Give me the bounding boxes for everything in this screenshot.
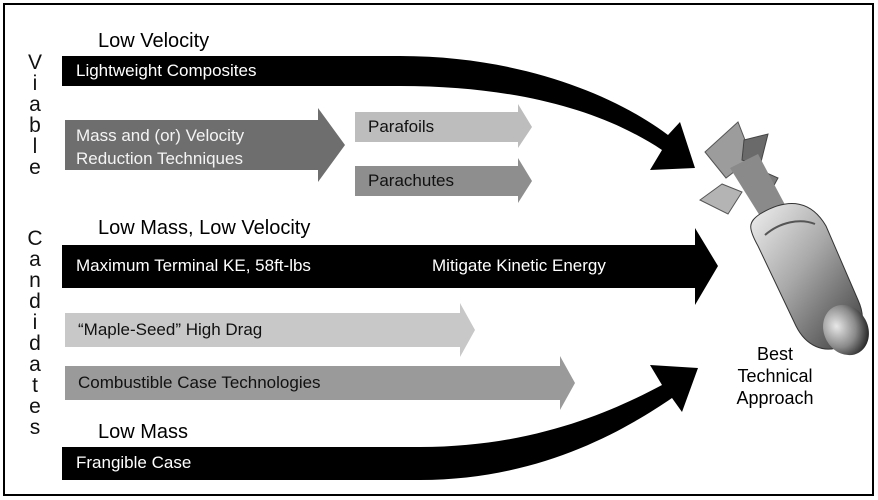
combustible-case-label: Combustible Case Technologies	[78, 373, 321, 392]
vertical-letter: V	[27, 51, 42, 74]
bomb-icon	[699, 121, 869, 356]
vertical-letter: i	[32, 311, 38, 334]
kinetic-energy-arrow	[62, 228, 718, 305]
frangible-case-label: Frangible Case	[76, 453, 192, 472]
approach-line: Approach	[736, 388, 814, 408]
technical-line: Technical	[737, 366, 813, 386]
vertical-letter: t	[32, 374, 38, 397]
mitigate-kinetic-energy-label: Mitigate Kinetic Energy	[432, 256, 606, 275]
vertical-letter: i	[32, 72, 38, 95]
best-technical-approach-label: Best Technical Approach	[705, 343, 845, 409]
vertical-letter: n	[29, 269, 41, 292]
vertical-letter: s	[29, 416, 41, 439]
low-mass-heading: Low Mass	[98, 421, 189, 443]
low-velocity-heading: Low Velocity	[98, 30, 210, 52]
vertical-letter: e	[29, 156, 41, 179]
mass-velocity-arrow	[65, 108, 345, 182]
lightweight-composites-arrow	[62, 56, 695, 170]
vertical-letter: e	[29, 395, 41, 418]
mass-velocity-label-line1: Mass and (or) Velocity	[76, 126, 245, 145]
vertical-letter: b	[29, 114, 41, 137]
vertical-letter: C	[27, 227, 43, 250]
low-mass-low-velocity-heading: Low Mass, Low Velocity	[98, 217, 311, 239]
maple-seed-arrow	[65, 303, 475, 357]
frangible-case-arrow	[62, 365, 698, 480]
vertical-letter: l	[32, 135, 38, 158]
parachutes-arrow	[355, 158, 532, 203]
combustible-case-arrow	[65, 356, 575, 410]
best-line: Best	[756, 344, 794, 364]
vertical-letter: d	[29, 290, 41, 313]
parafoils-label: Parafoils	[368, 117, 435, 136]
vertical-letter: a	[29, 248, 41, 271]
maple-seed-label: “Maple-Seed” High Drag	[78, 320, 263, 339]
diagram-frame	[3, 3, 874, 496]
vertical-letter: d	[29, 332, 41, 355]
vertical-letter: a	[29, 353, 41, 376]
lightweight-composites-label: Lightweight Composites	[76, 61, 257, 80]
parafoils-arrow	[355, 104, 532, 148]
mass-velocity-label-line2: Reduction Techniques	[76, 149, 243, 168]
parachutes-label: Parachutes	[368, 171, 454, 190]
max-terminal-ke-label: Maximum Terminal KE, 58ft-lbs	[76, 256, 311, 275]
vertical-letter: a	[29, 93, 41, 116]
